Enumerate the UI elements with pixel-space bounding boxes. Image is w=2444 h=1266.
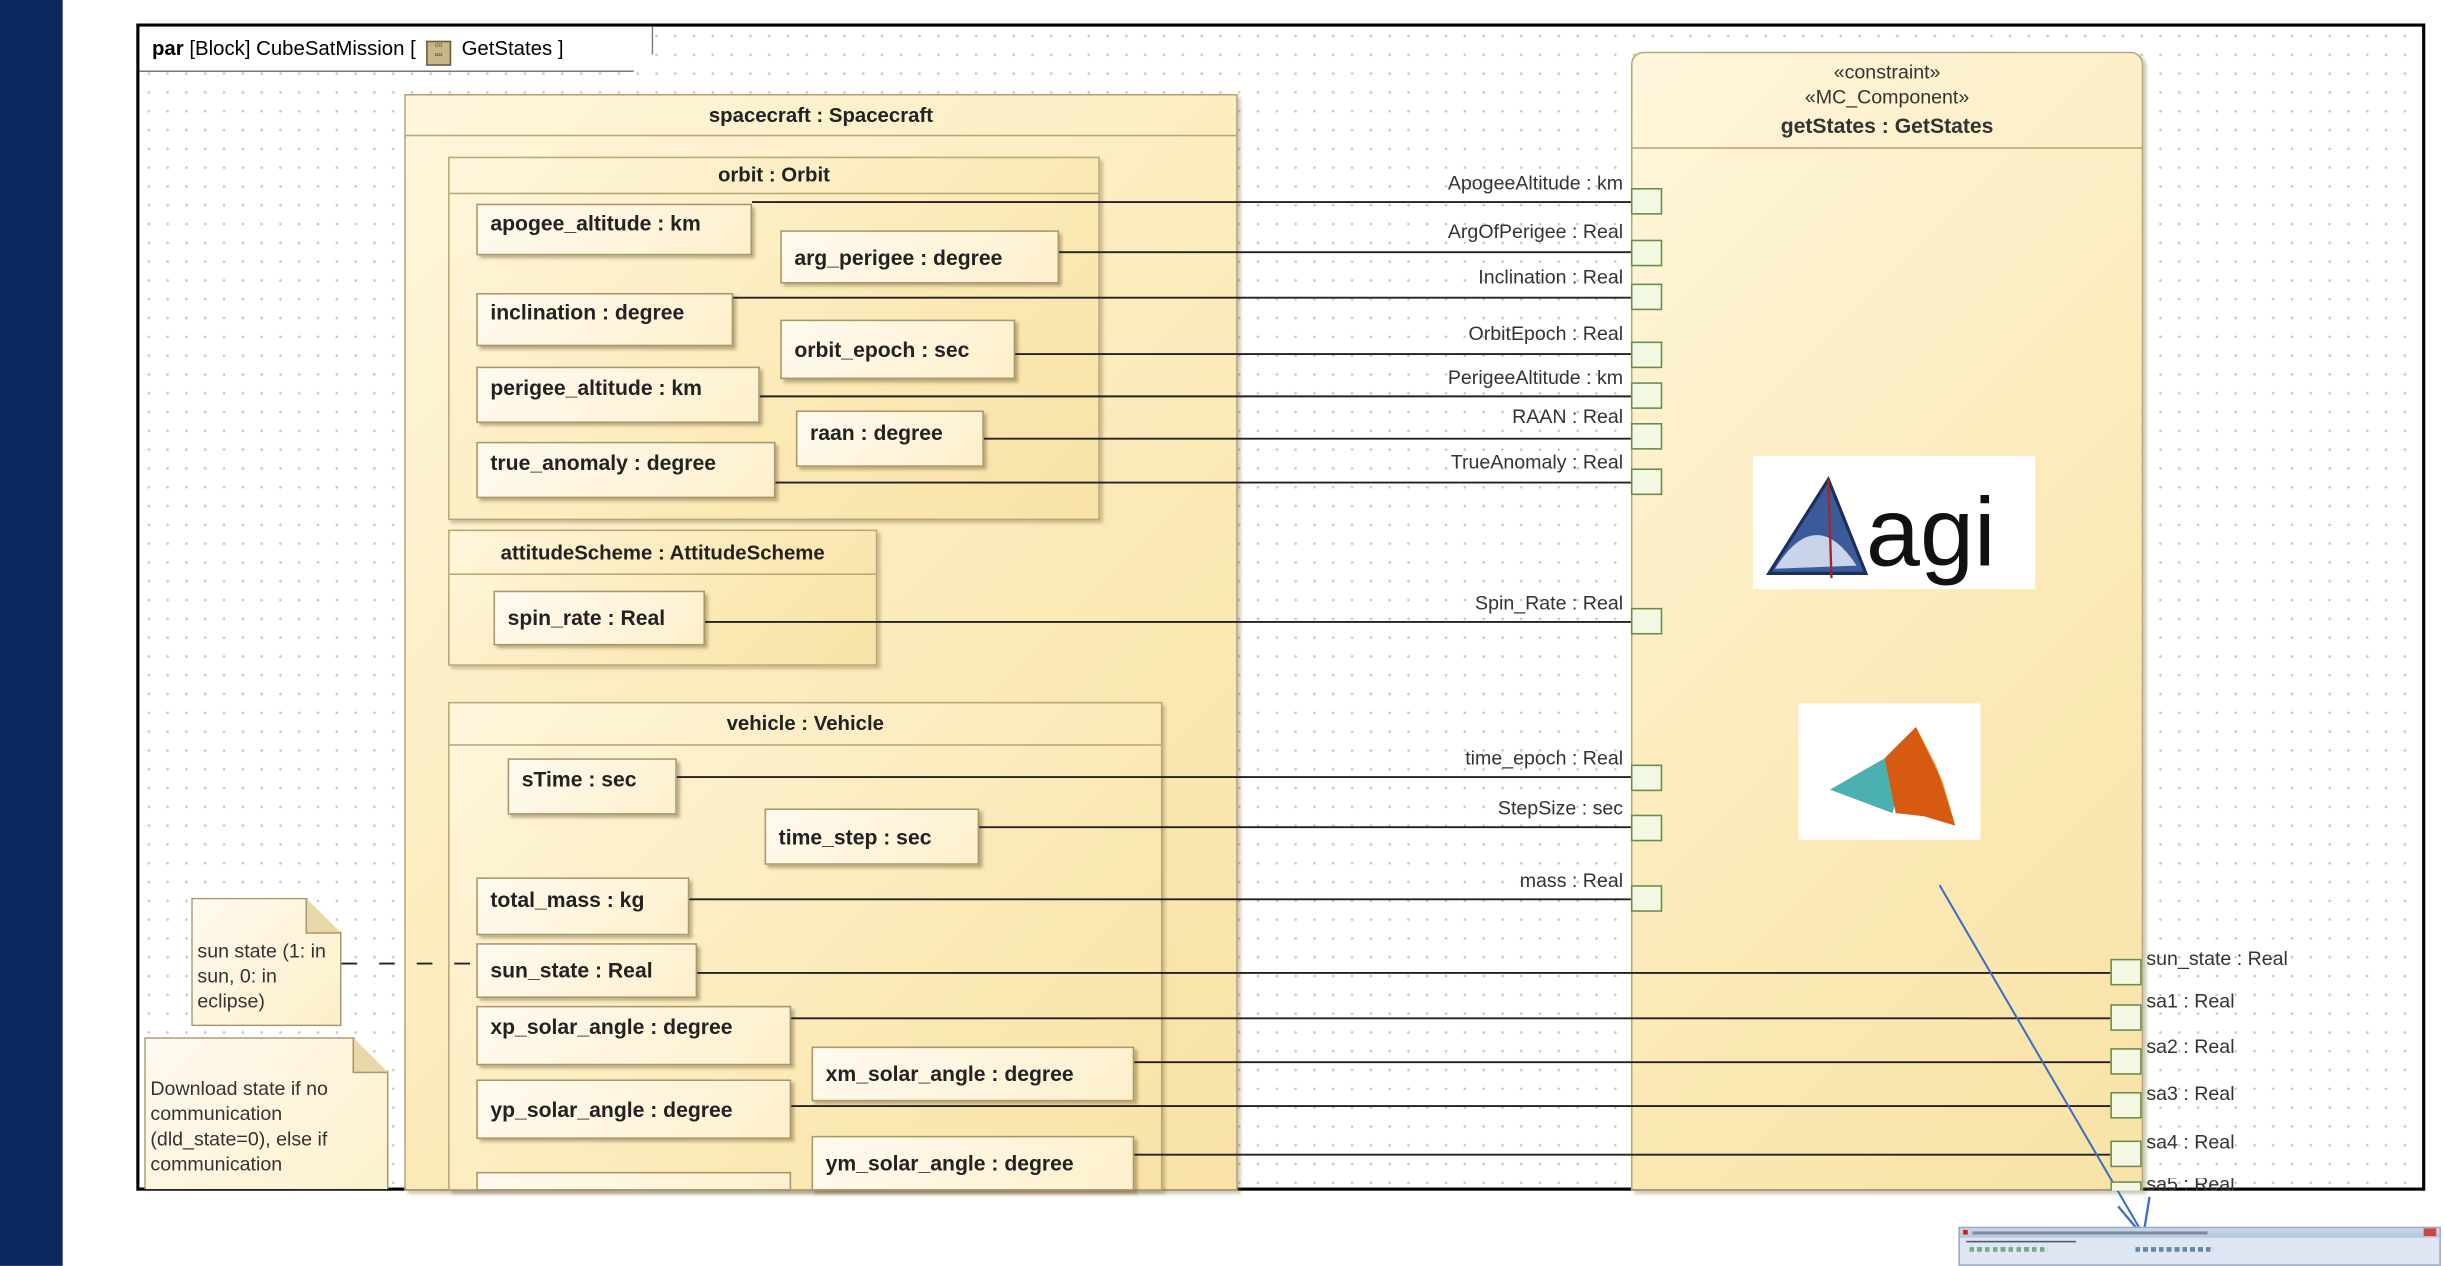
agi-logo-graphic: agi [1765, 475, 1996, 587]
parametric-diagram-icon: ▫▫▫▫ [426, 40, 452, 66]
port-label-mass: mass : Real [1519, 869, 1624, 892]
part-raan[interactable]: raan : degree [795, 410, 984, 467]
spacecraft-title: spacecraft : Spacecraft [405, 96, 1237, 137]
port-true-anomaly[interactable] [1630, 468, 1663, 496]
note-download-clip: Download state if no communication (dld_… [144, 1037, 388, 1189]
vehicle-title: vehicle : Vehicle [449, 703, 1161, 746]
port-arg-of-perigee[interactable] [1630, 239, 1663, 267]
port-label-perigee-altitude: PerigeeAltitude : km [1447, 366, 1624, 389]
close-icon [2423, 1228, 2437, 1237]
part-xm-solar-angle[interactable]: xm_solar_angle : degree [811, 1046, 1135, 1102]
port-sa2[interactable] [2110, 1048, 2142, 1075]
note-sun-state[interactable]: sun state (1: in sun, 0: in eclipse) [191, 898, 341, 1026]
part-time-step[interactable]: time_step : sec [764, 808, 980, 865]
stereotype-mc-component: «MC_Component» [1804, 86, 1970, 109]
attitude-scheme-title: attitudeScheme : AttitudeScheme [449, 531, 876, 575]
port-orbit-epoch[interactable] [1630, 341, 1663, 369]
app-icon [1963, 1229, 1968, 1235]
port-sa1[interactable] [2110, 1004, 2142, 1031]
port-spin-rate[interactable] [1630, 607, 1663, 635]
part-sun-state[interactable]: sun_state : Real [476, 943, 698, 998]
part-perigee-altitude[interactable]: perigee_altitude : km [476, 366, 760, 424]
get-states-constraint-block[interactable]: «constraint» «MC_Component» getStates : … [1630, 51, 2144, 1191]
note-fold-corner [353, 1039, 387, 1073]
constraint-title: getStates : GetStates [1780, 114, 1994, 138]
port-raan[interactable] [1630, 423, 1663, 450]
diagram-name: GetStates [461, 36, 553, 60]
agi-logo: agi [1753, 455, 2036, 590]
bracket: ] [557, 36, 564, 60]
part-inclination[interactable]: inclination : degree [476, 292, 734, 347]
port-label-apogee-altitude: ApogeeAltitude : km [1447, 172, 1624, 195]
port-label-orbit-epoch: OrbitEpoch : Real [1468, 322, 1624, 345]
port-label-sa2: sa2 : Real [2146, 1035, 2235, 1058]
stereotype-constraint: «constraint» [1833, 61, 1941, 84]
port-label-time-epoch: time_epoch : Real [1465, 747, 1624, 770]
diagram-kind: par [151, 36, 184, 60]
toolbar-icons [2135, 1247, 2214, 1252]
diagram-header-tab: par [Block] CubeSatMission [ ▫▫▫▫ GetSta… [139, 26, 654, 73]
app-window-thumbnail [1958, 1226, 2441, 1266]
port-label-step-size: StepSize : sec [1497, 797, 1624, 820]
port-sa3[interactable] [2110, 1091, 2142, 1119]
matlab-logo-graphic [1829, 726, 1956, 826]
port-label-inclination: Inclination : Real [1478, 266, 1624, 289]
port-sa5-clip: sa5 : Real [2110, 1178, 2423, 1191]
toolbar-icons [1969, 1247, 2048, 1252]
part-orbit-epoch[interactable]: orbit_epoch : sec [780, 319, 1016, 380]
part-yp-solar-angle[interactable]: yp_solar_angle : degree [476, 1079, 792, 1139]
note-download-text: Download state if no communication (dld_… [150, 1077, 328, 1176]
part-total-mass[interactable]: total_mass : kg [476, 877, 690, 936]
part-xp-solar-angle[interactable]: xp_solar_angle : degree [476, 1005, 792, 1066]
port-inclination[interactable] [1630, 283, 1663, 311]
port-label-sa4: sa4 : Real [2146, 1131, 2235, 1154]
port-sa5[interactable] [2110, 1181, 2142, 1191]
part-true-anomaly[interactable]: true_anomaly : degree [476, 441, 776, 499]
port-label-arg-of-perigee: ArgOfPerigee : Real [1447, 220, 1624, 243]
slide-side-strip [0, 0, 63, 1266]
note-download-state[interactable]: Download state if no communication (dld_… [144, 1037, 388, 1189]
part-partial[interactable] [476, 1171, 792, 1191]
port-sa4[interactable] [2110, 1140, 2142, 1168]
constraint-header: «constraint» «MC_Component» getStates : … [1632, 53, 2142, 149]
port-apogee-altitude[interactable] [1630, 188, 1663, 215]
thumbnail-menu-bar [1960, 1238, 2439, 1246]
port-sun-state-out[interactable] [2110, 958, 2142, 986]
matlab-logo [1798, 703, 1981, 840]
port-mass[interactable] [1630, 885, 1663, 912]
menu-items [1966, 1240, 2076, 1243]
svg-text:agi: agi [1866, 478, 1996, 587]
thumbnail-toolbar [1960, 1246, 2439, 1255]
note-sun-state-text: sun state (1: in sun, 0: in eclipse) [197, 940, 326, 1013]
port-time-epoch[interactable] [1630, 764, 1663, 792]
diagram-context: [Block] CubeSatMission [ [189, 36, 416, 60]
port-perigee-altitude[interactable] [1630, 382, 1663, 409]
thumbnail-title-text [1972, 1231, 2208, 1235]
port-label-true-anomaly: TrueAnomaly : Real [1450, 451, 1624, 474]
port-label-raan: RAAN : Real [1512, 405, 1624, 428]
part-apogee-altitude[interactable]: apogee_altitude : km [476, 203, 753, 256]
part-stime[interactable]: sTime : sec [507, 758, 677, 815]
thumbnail-title-bar [1959, 1228, 2440, 1238]
orbit-title: orbit : Orbit [449, 158, 1099, 195]
part-ym-solar-angle[interactable]: ym_solar_angle : degree [811, 1135, 1135, 1191]
port-label-spin-rate: Spin_Rate : Real [1475, 592, 1624, 615]
port-label-sa3: sa3 : Real [2146, 1082, 2235, 1105]
part-arg-perigee[interactable]: arg_perigee : degree [780, 230, 1060, 284]
part-spin-rate[interactable]: spin_rate : Real [493, 590, 706, 646]
port-step-size[interactable] [1630, 814, 1663, 842]
port-label-sa1: sa1 : Real [2146, 990, 2235, 1013]
port-label-sun-state: sun_state : Real [2146, 947, 2288, 970]
port-label-sa5: sa5 : Real [2146, 1178, 2235, 1191]
